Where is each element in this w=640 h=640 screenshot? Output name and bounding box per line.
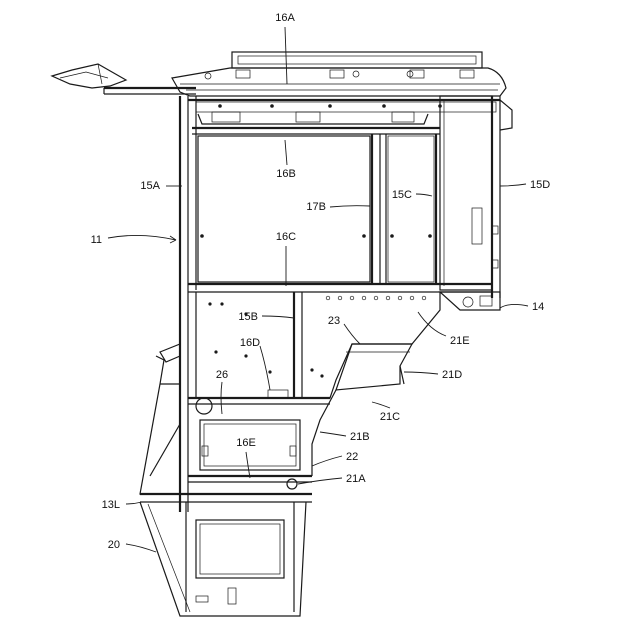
label-15A: 15A: [140, 180, 160, 192]
cab-frame: [140, 96, 512, 616]
label-15B: 15B: [238, 311, 258, 323]
label-21A: 21A: [346, 473, 366, 485]
label-15D: 15D: [530, 179, 550, 191]
label-21B: 21B: [350, 431, 370, 443]
label-26: 26: [216, 369, 228, 381]
label-21E: 21E: [450, 335, 470, 347]
label-21D: 21D: [442, 369, 462, 381]
label-13L: 13L: [102, 499, 120, 511]
label-16B: 16B: [276, 168, 296, 180]
label-14: 14: [532, 301, 544, 313]
label-15C: 15C: [392, 189, 412, 201]
label-16D: 16D: [240, 337, 260, 349]
label-21C: 21C: [380, 411, 400, 423]
label-16C: 16C: [276, 231, 296, 243]
label-16A: 16A: [275, 12, 295, 24]
label-23: 23: [328, 315, 340, 327]
label-16E: 16E: [236, 437, 256, 449]
label-22: 22: [346, 451, 358, 463]
label-17B: 17B: [306, 201, 326, 213]
roof-assembly: [52, 52, 506, 134]
label-11: 11: [91, 234, 102, 246]
label-20: 20: [108, 539, 120, 551]
